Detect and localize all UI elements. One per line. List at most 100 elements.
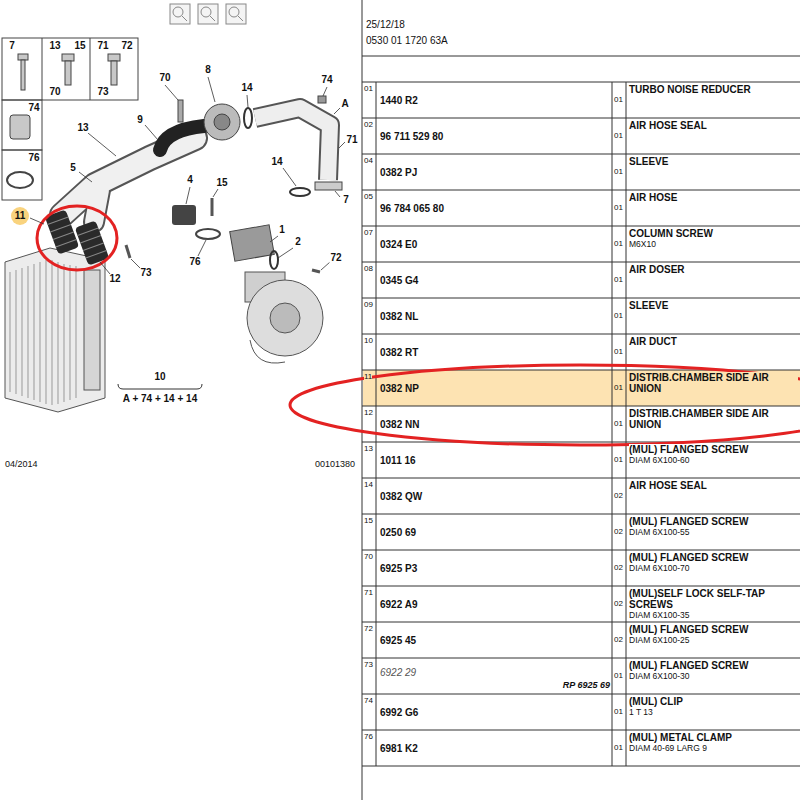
part-reference: 6925 P3	[380, 564, 417, 574]
row-index: 02	[364, 121, 373, 129]
callout-number: 15	[73, 41, 86, 51]
table-rule	[362, 226, 800, 227]
quantity: 02	[614, 528, 623, 536]
table-frame	[362, 0, 800, 800]
row-index: 11	[364, 373, 372, 381]
quantity: 01	[614, 384, 623, 392]
quantity: 01	[614, 456, 623, 464]
part-reference: 0250 69	[380, 528, 416, 538]
air-doser	[204, 104, 240, 140]
air-duct	[255, 108, 330, 180]
part-reference: 6922 A9	[380, 600, 417, 610]
replacement-reference: RP 6925 69	[563, 681, 610, 690]
part-reference: 6922 29	[380, 668, 416, 678]
part-specification: DIAM 6X100-35	[629, 610, 689, 621]
callout-number: 14	[270, 157, 283, 167]
table-rule	[362, 118, 800, 119]
callout-number: 7	[342, 195, 350, 205]
callout-number: 74	[27, 103, 40, 113]
part-description: COLUMN SCREW	[629, 228, 713, 239]
quantity: 01	[614, 240, 623, 248]
table-rule	[362, 82, 800, 83]
description-cell: DISTRIB.CHAMBER SIDE AIR UNION	[629, 372, 798, 394]
description-cell: (MUL) FLANGED SCREWDIAM 6X100-25	[629, 624, 798, 646]
highlight-ring	[290, 365, 800, 445]
toolbar-icon	[170, 4, 246, 24]
table-rule	[362, 262, 800, 263]
callout-number: 12	[108, 274, 121, 284]
table-rule	[362, 298, 800, 299]
callout-number: 8	[204, 65, 212, 75]
callout-number: 10	[153, 372, 166, 382]
part-specification: DIAM 6X100-70	[629, 563, 689, 574]
row-index: 15	[364, 517, 373, 525]
part-description: (MUL) FLANGED SCREW	[629, 624, 748, 635]
part-description: (MUL) FLANGED SCREW	[629, 516, 748, 527]
table-rule	[362, 658, 800, 659]
part-reference: 0382 NL	[380, 312, 418, 322]
description-cell: TURBO NOISE REDUCER	[629, 84, 798, 95]
row-index: 05	[364, 193, 373, 201]
description-cell: (MUL) FLANGED SCREWDIAM 6X100-70	[629, 552, 798, 574]
callout-number: 1	[278, 225, 286, 235]
part-reference: 0324 E0	[380, 240, 417, 250]
table-rule	[626, 82, 627, 766]
seal-ring	[244, 108, 252, 128]
callout-number: 4	[186, 175, 194, 185]
description-cell: AIR DUCT	[629, 336, 798, 347]
row-index: 07	[364, 229, 373, 237]
part-reference: 0382 NP	[380, 384, 419, 394]
row-index: 01	[364, 85, 373, 93]
table-rule	[612, 82, 613, 766]
callout-number: 74	[320, 75, 333, 85]
callout-number: 14	[240, 83, 253, 93]
bracket	[118, 384, 202, 389]
callout-number: 73	[96, 87, 109, 97]
part-description: (MUL) FLANGED SCREW	[629, 444, 748, 455]
part-specification: DIAM 6X100-30	[629, 671, 689, 682]
part-reference: 96 711 529 80	[380, 132, 443, 142]
row-index: 71	[364, 589, 373, 597]
turbocharger	[230, 225, 323, 363]
part-reference: 1440 R2	[380, 96, 418, 106]
description-cell: SLEEVE	[629, 300, 798, 311]
flange	[315, 182, 342, 190]
leader-line	[30, 77, 345, 274]
table-rule	[362, 478, 800, 479]
callout-number: 71	[96, 41, 109, 51]
part-reference: 0382 QW	[380, 492, 422, 502]
part-description: (MUL)SELF LOCK SELF-TAP SCREWS	[629, 588, 798, 610]
table-rule	[362, 190, 800, 191]
quantity: 01	[614, 348, 623, 356]
description-cell: AIR HOSE	[629, 192, 798, 203]
row-index: 72	[364, 625, 373, 633]
part-reference: 6925 45	[380, 636, 416, 646]
clamp	[196, 229, 220, 239]
description-cell: (MUL) FLANGED SCREWDIAM 6X100-60	[629, 444, 798, 466]
row-index: 13	[364, 445, 373, 453]
quantity: 01	[614, 708, 623, 716]
table-rule	[376, 82, 377, 766]
description-cell: AIR HOSE SEAL	[629, 480, 798, 491]
quantity: 02	[614, 636, 623, 644]
row-index: 12	[364, 409, 373, 417]
screw	[312, 270, 320, 272]
callout-number: 72	[120, 41, 133, 51]
callout-letter: A	[340, 99, 349, 109]
table-rule	[362, 586, 800, 587]
table-rule	[362, 694, 800, 695]
row-highlight	[363, 370, 800, 406]
part-specification: DIAM 40-69 LARG 9	[629, 743, 707, 754]
part-description: (MUL) FLANGED SCREW	[629, 552, 748, 563]
part-description: AIR HOSE SEAL	[629, 480, 707, 491]
callout-number: 13	[48, 41, 61, 51]
quantity: 02	[614, 564, 623, 572]
part-reference: 1011 16	[380, 456, 416, 466]
clip	[318, 96, 326, 103]
row-index: 14	[364, 481, 373, 489]
quantity: 01	[614, 132, 623, 140]
callout-number: 5	[69, 163, 77, 173]
part-reference: 6981 K2	[380, 744, 418, 754]
part-reference: 6992 G6	[380, 708, 418, 718]
part-description: AIR HOSE SEAL	[629, 120, 707, 131]
